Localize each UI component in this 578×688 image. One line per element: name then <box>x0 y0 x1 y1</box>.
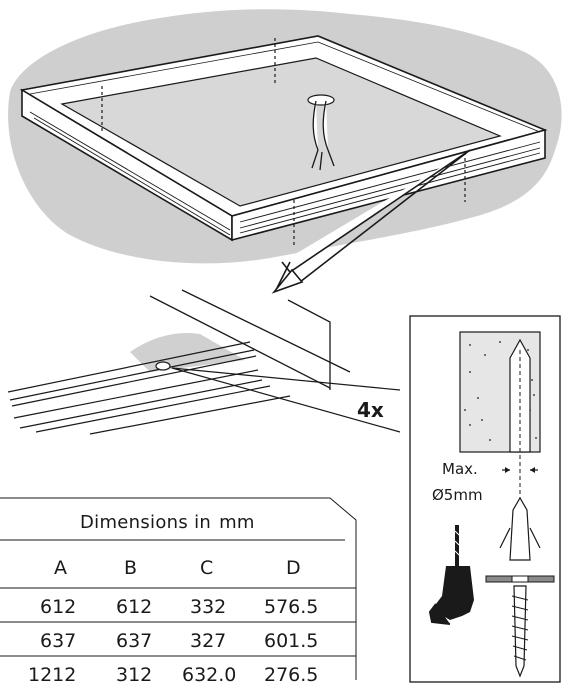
frame-right-side <box>231 128 546 242</box>
table-cell: 276.5 <box>264 664 319 686</box>
column-header-b: B <box>124 557 138 579</box>
table-cell: 312 <box>116 664 153 686</box>
table-cell: 576.5 <box>264 596 319 618</box>
column-header-a: A <box>54 557 67 579</box>
table-row: 612 612 332 576.5 <box>0 586 360 620</box>
cable-hole <box>307 94 335 106</box>
drill-icon <box>428 525 474 625</box>
quantity-label: 4x <box>357 398 384 422</box>
screw-hole <box>155 361 171 371</box>
dimensions-column-headers: A B C D <box>0 547 360 581</box>
column-header-d: D <box>286 557 301 579</box>
table-row: 637 637 327 601.5 <box>0 620 360 654</box>
supply-cable <box>312 100 329 151</box>
dimensions-table-title: Dimensions in mm <box>0 497 360 539</box>
dimensions-title-word: Dimensions in <box>80 512 212 533</box>
max-label: Max. <box>442 460 478 478</box>
table-cell: 332 <box>190 596 227 618</box>
diameter-label: Ø5mm <box>432 486 483 504</box>
wall-plug <box>509 496 531 561</box>
column-header-c: C <box>200 557 214 579</box>
table-cell: 637 <box>40 630 77 652</box>
dimensions-table-lines <box>0 497 357 680</box>
rail-detail-illustration <box>7 289 401 435</box>
table-row: 1212 312 632.0 276.5 <box>0 654 360 688</box>
table-cell: 601.5 <box>264 630 319 652</box>
wall-plug-panel <box>409 315 561 683</box>
frame-inner-opening <box>60 57 502 207</box>
table-cell: 1212 <box>28 664 77 686</box>
ceiling-frame-illustration <box>8 9 562 294</box>
dimensions-title-unit: mm <box>219 512 255 533</box>
table-cell: 612 <box>40 596 77 618</box>
table-cell: 327 <box>190 630 227 652</box>
table-cell: 637 <box>116 630 153 652</box>
table-cell: 612 <box>116 596 153 618</box>
table-cell: 632.0 <box>182 664 237 686</box>
detail-shadow <box>130 332 245 372</box>
